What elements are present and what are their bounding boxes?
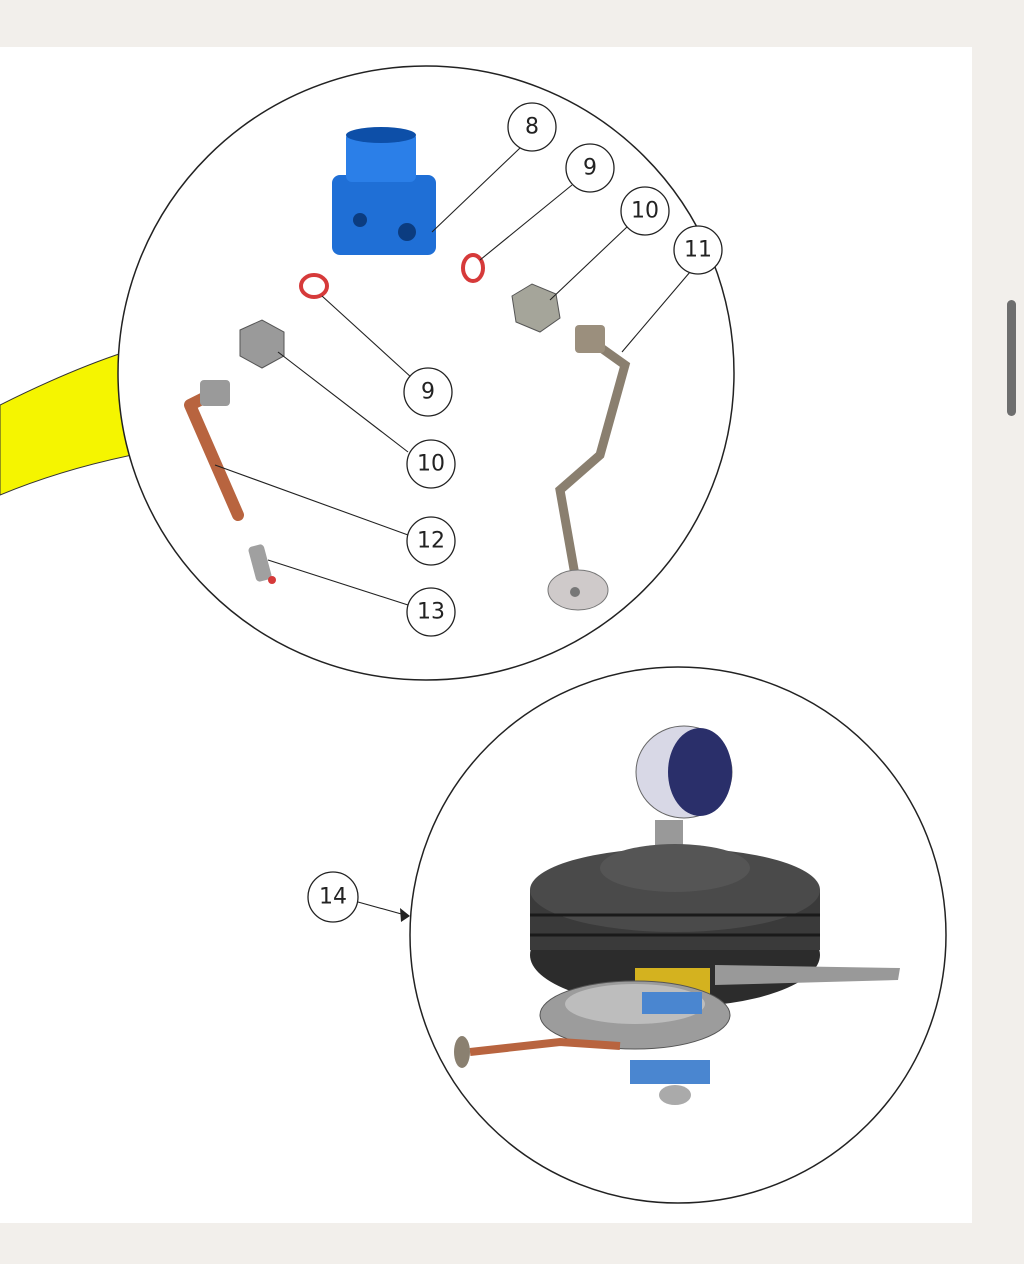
callout-9-bottom: 9 xyxy=(403,367,453,417)
svg-text:14: 14 xyxy=(319,885,347,910)
part-10-nut-right xyxy=(511,283,561,333)
vertical-scrollbar-thumb[interactable] xyxy=(1007,300,1016,416)
callout-13: 13 xyxy=(406,587,456,637)
yellow-highlight-band xyxy=(0,351,133,496)
svg-text:9: 9 xyxy=(583,156,597,181)
part-11-bent-pipe xyxy=(547,325,631,611)
callout-9-top: 9 xyxy=(565,143,615,193)
svg-text:10: 10 xyxy=(417,452,445,477)
part-9-o-ring-right xyxy=(461,253,485,283)
svg-text:10: 10 xyxy=(631,199,659,224)
callout-10-top: 10 xyxy=(620,186,670,236)
part-13-plug xyxy=(248,544,276,584)
svg-text:8: 8 xyxy=(525,115,539,140)
callout-11: 11 xyxy=(673,225,723,275)
exploded-parts-diagram: 8 9 10 11 9 10 12 13 14 xyxy=(0,65,947,1204)
part-12-copper-elbow-pipe xyxy=(184,380,244,521)
callout-10-bottom: 10 xyxy=(406,439,456,489)
callout-12: 12 xyxy=(406,516,456,566)
svg-text:11: 11 xyxy=(684,238,712,263)
parts-diagram-image: 8 9 10 11 9 10 12 13 14 xyxy=(0,47,972,1223)
part-9-o-ring-left xyxy=(299,273,329,299)
svg-text:9: 9 xyxy=(421,380,435,405)
callout-14: 14 xyxy=(307,871,359,923)
svg-text:12: 12 xyxy=(417,529,445,554)
part-8-blue-fitting xyxy=(332,127,436,255)
part-14-gauge-assembly xyxy=(454,725,900,1105)
callout-8: 8 xyxy=(507,102,557,152)
arrowhead xyxy=(400,908,410,922)
svg-text:13: 13 xyxy=(417,600,445,625)
